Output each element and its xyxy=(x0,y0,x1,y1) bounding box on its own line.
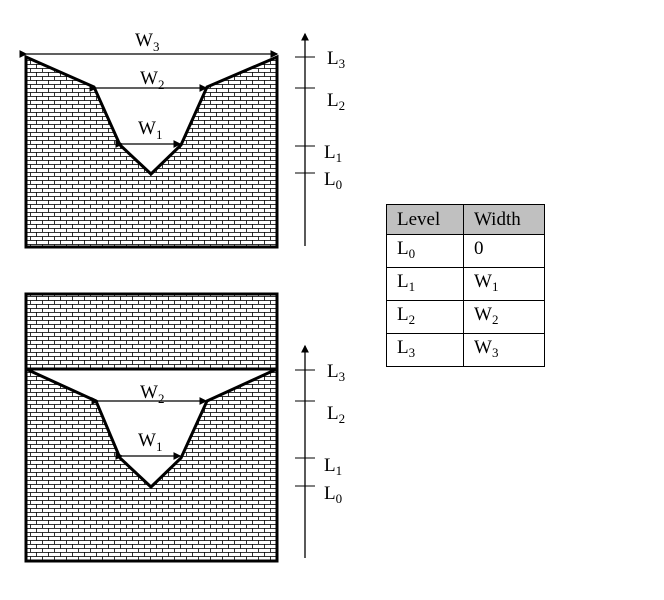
table-row: L3 W3 xyxy=(386,333,545,367)
cell-width: W3 xyxy=(463,333,545,367)
cell-level: L0 xyxy=(386,234,464,268)
header-width: Width xyxy=(463,204,545,235)
top-valley: W3 W2 W1 xyxy=(19,30,279,249)
bottom-w2-label: W2 xyxy=(140,382,164,406)
top-l1-label: L1 xyxy=(324,142,342,165)
header-level: Level xyxy=(386,204,464,235)
bottom-l1-label: L1 xyxy=(324,455,342,478)
top-w3-label: W3 xyxy=(135,30,159,54)
top-l0-label: L0 xyxy=(324,169,342,192)
top-l2-label: L2 xyxy=(327,90,345,113)
bottom-l3-label: L3 xyxy=(327,361,345,384)
top-w1-label: W1 xyxy=(138,118,162,142)
table-header-row: Level Width xyxy=(386,204,545,235)
cell-level: L3 xyxy=(386,333,464,367)
table-row: L0 0 xyxy=(386,234,545,268)
top-level-axis: L3 L2 L1 L0 xyxy=(295,32,345,246)
bottom-level-axis: L3 L2 L1 L0 xyxy=(295,344,345,558)
cell-width: 0 xyxy=(463,234,545,268)
bottom-l0-label: L0 xyxy=(324,483,342,506)
table-row: L2 W2 xyxy=(386,300,545,334)
cell-width: W2 xyxy=(463,300,545,334)
level-width-table: Level Width L0 0 L1 W1 L2 W2 L3 W3 xyxy=(386,204,545,367)
bottom-overburden-block xyxy=(24,292,279,371)
bottom-w1-label: W1 xyxy=(138,430,162,454)
cell-level: L1 xyxy=(386,267,464,301)
cell-level: L2 xyxy=(386,300,464,334)
top-w2-label: W2 xyxy=(140,68,164,92)
top-l3-label: L3 xyxy=(327,48,345,71)
top-terrain-fill xyxy=(24,54,279,249)
bottom-valley: W2 W1 xyxy=(24,292,279,563)
cell-width: W1 xyxy=(463,267,545,301)
bottom-terrain-fill xyxy=(24,366,279,563)
bottom-l2-label: L2 xyxy=(327,403,345,426)
table-row: L1 W1 xyxy=(386,267,545,301)
